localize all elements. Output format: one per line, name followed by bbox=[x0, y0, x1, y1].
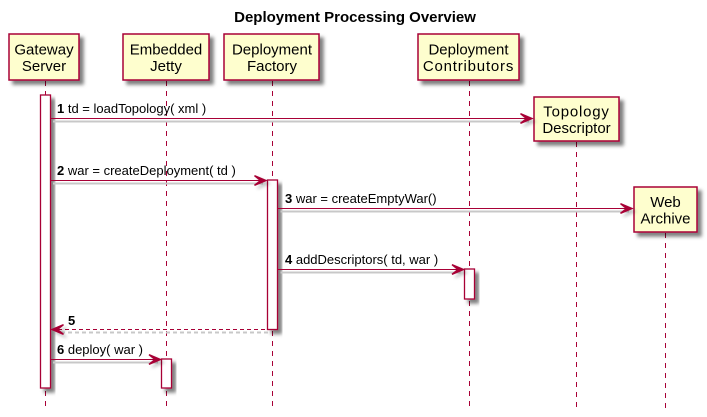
svg-text:3 war = createEmptyWar(): 3 war = createEmptyWar() bbox=[285, 191, 437, 206]
svg-text:6 deploy( war ): 6 deploy( war ) bbox=[57, 342, 143, 357]
svg-text:Jetty: Jetty bbox=[150, 58, 182, 75]
svg-text:Contributors: Contributors bbox=[423, 58, 514, 75]
svg-text:Deployment: Deployment bbox=[232, 42, 313, 59]
svg-text:Archive: Archive bbox=[640, 211, 690, 228]
svg-text:1 td = loadTopology( xml ): 1 td = loadTopology( xml ) bbox=[57, 101, 206, 116]
svg-text:Web: Web bbox=[650, 194, 681, 211]
svg-text:4 addDescriptors( td, war ): 4 addDescriptors( td, war ) bbox=[285, 252, 438, 267]
svg-text:Embedded: Embedded bbox=[130, 42, 203, 59]
svg-text:Gateway: Gateway bbox=[14, 42, 74, 59]
svg-text:Deployment: Deployment bbox=[428, 42, 509, 59]
svg-text:Topology: Topology bbox=[543, 104, 609, 121]
svg-text:Deployment Processing Overview: Deployment Processing Overview bbox=[234, 9, 476, 26]
svg-text:5: 5 bbox=[68, 313, 75, 328]
svg-text:Server: Server bbox=[22, 58, 66, 75]
svg-text:Descriptor: Descriptor bbox=[542, 120, 610, 137]
svg-text:2 war = createDeployment( td ): 2 war = createDeployment( td ) bbox=[57, 163, 236, 178]
svg-text:Factory: Factory bbox=[247, 58, 298, 75]
